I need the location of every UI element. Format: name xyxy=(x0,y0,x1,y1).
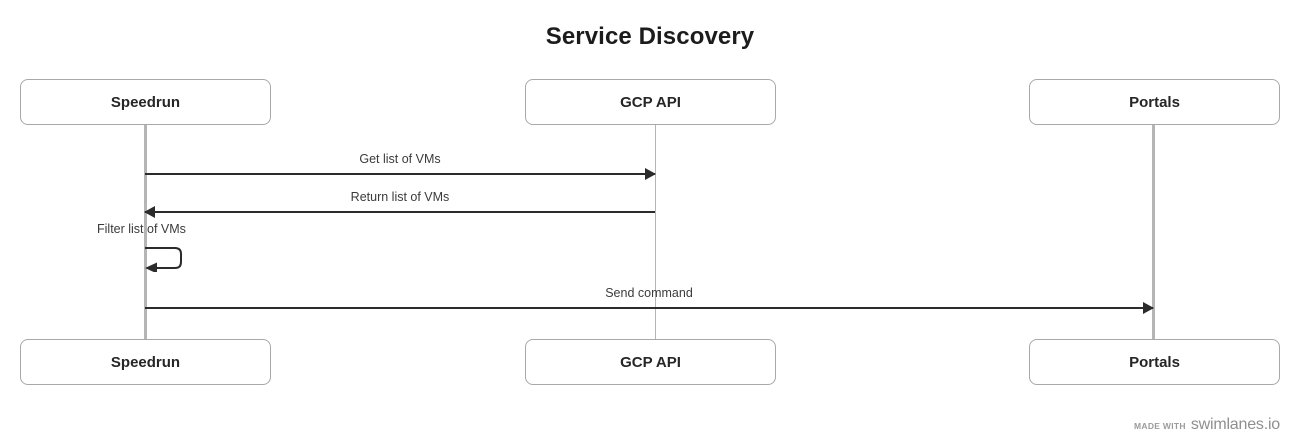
participant-gcp-api-top[interactable]: GCP API xyxy=(525,79,776,125)
participant-gcp-api-bottom[interactable]: GCP API xyxy=(525,339,776,385)
participant-label: Portals xyxy=(1129,93,1180,111)
participant-label: GCP API xyxy=(620,93,681,111)
participant-speedrun-top[interactable]: Speedrun xyxy=(20,79,271,125)
self-message-filter-list-of-vms[interactable]: Filter list of VMs xyxy=(97,222,217,272)
arrow-head-right-icon xyxy=(645,168,656,180)
message-line xyxy=(145,173,655,175)
participant-label: Portals xyxy=(1129,353,1180,371)
arrow-head-left-icon xyxy=(144,206,155,218)
self-message-label: Filter list of VMs xyxy=(97,222,186,236)
lifeline-portals xyxy=(1151,125,1155,339)
arrow-head-right-icon xyxy=(1143,302,1154,314)
message-line xyxy=(145,307,1153,309)
watermark[interactable]: MADE WITH swimlanes.io xyxy=(1134,416,1280,434)
participant-portals-bottom[interactable]: Portals xyxy=(1029,339,1280,385)
self-message-loop-icon xyxy=(145,247,182,272)
lifeline-speedrun xyxy=(143,125,147,339)
participant-label: Speedrun xyxy=(110,93,181,111)
watermark-prefix: MADE WITH xyxy=(1134,421,1186,431)
message-label: Send command xyxy=(605,286,693,300)
message-line xyxy=(145,211,655,213)
watermark-brand: swimlanes.io xyxy=(1190,416,1280,433)
participant-label: GCP API xyxy=(620,353,681,371)
page-title: Service Discovery xyxy=(545,23,755,50)
participant-label: Speedrun xyxy=(110,353,181,371)
message-label: Return list of VMs xyxy=(350,190,450,204)
participant-portals-top[interactable]: Portals xyxy=(1029,79,1280,125)
participant-speedrun-bottom[interactable]: Speedrun xyxy=(20,339,271,385)
lifeline-gcp-api xyxy=(654,125,656,339)
message-label: Get list of VMs xyxy=(359,152,441,166)
